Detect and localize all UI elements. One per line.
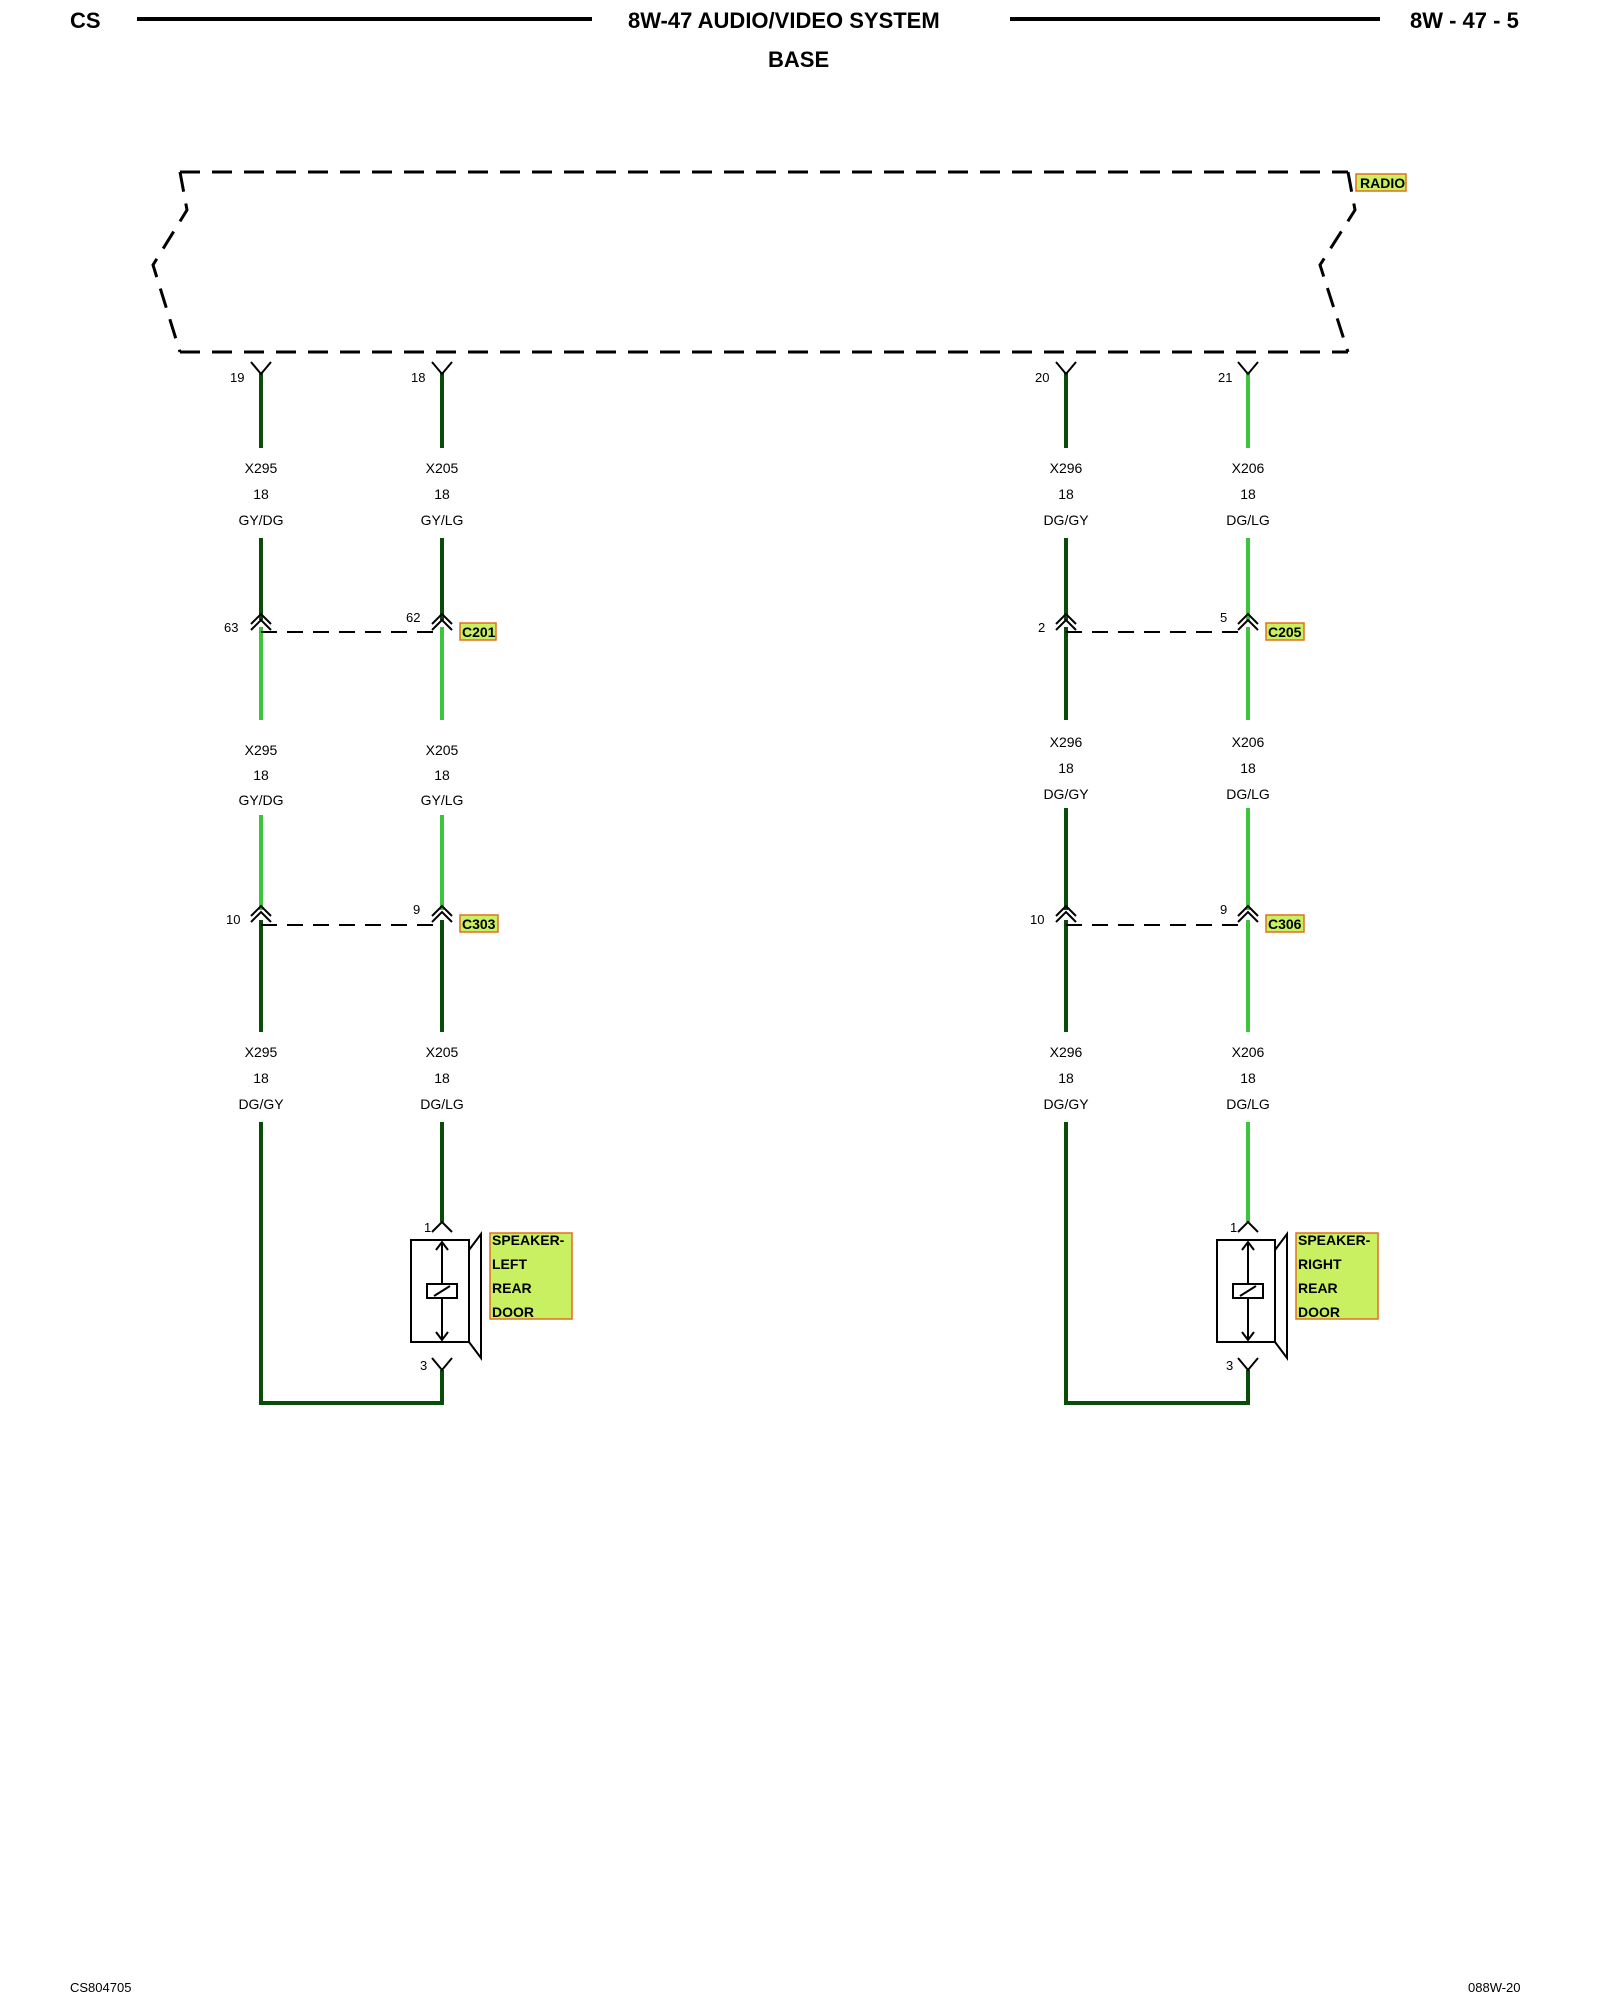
svg-text:DOOR: DOOR — [1298, 1304, 1340, 1320]
speaker-left-label-box — [489, 1232, 573, 1320]
svg-text:1: 1 — [1230, 1220, 1237, 1235]
speaker-left-body — [410, 1239, 470, 1343]
wire-labels-seg3: X295 18 DG/GY X205 18 DG/LG X296 18 DG/G… — [238, 1044, 1269, 1112]
wire-rl-return — [1064, 1122, 1250, 1405]
svg-text:18: 18 — [1240, 1070, 1256, 1086]
svg-text:X205: X205 — [426, 1044, 459, 1060]
svg-text:18: 18 — [253, 767, 269, 783]
svg-text:18: 18 — [1058, 486, 1074, 502]
svg-text:18: 18 — [1240, 760, 1256, 776]
svg-text:X206: X206 — [1232, 734, 1265, 750]
speaker-left-pin1-terminal — [431, 1220, 453, 1233]
svg-text:C201: C201 — [462, 624, 496, 640]
svg-text:SPEAKER-: SPEAKER- — [1298, 1232, 1371, 1248]
svg-text:X205: X205 — [426, 460, 459, 476]
svg-text:18: 18 — [434, 486, 450, 502]
speaker-left-pin3-terminal — [431, 1357, 453, 1372]
svg-text:DG/LG: DG/LG — [1226, 786, 1270, 802]
svg-text:X205: X205 — [426, 742, 459, 758]
radio-pin-terminals — [250, 361, 1259, 376]
svg-text:C306: C306 — [1268, 916, 1302, 932]
radio-pin-18: 18 — [411, 370, 425, 385]
connector-c303[interactable]: 10 9 C303 — [226, 902, 499, 933]
svg-text:DG/LG: DG/LG — [1226, 1096, 1270, 1112]
svg-text:2: 2 — [1038, 620, 1045, 635]
svg-text:DG/LG: DG/LG — [1226, 512, 1270, 528]
wire-labels-seg1: X295 18 GY/DG X205 18 GY/LG X296 18 DG/G… — [238, 460, 1269, 528]
radio-label-box — [1355, 173, 1407, 192]
svg-text:SPEAKER-: SPEAKER- — [492, 1232, 565, 1248]
page-number: 8W - 47 - 5 — [1410, 8, 1519, 33]
wire-paths — [259, 372, 1250, 1405]
svg-text:3: 3 — [420, 1358, 427, 1373]
svg-text:1: 1 — [424, 1220, 431, 1235]
svg-text:X206: X206 — [1232, 460, 1265, 476]
svg-text:X296: X296 — [1050, 460, 1083, 476]
radio-pin-20: 20 — [1035, 370, 1049, 385]
page-section-code: CS — [70, 8, 101, 33]
svg-text:63: 63 — [224, 620, 238, 635]
connector-c306[interactable]: 10 9 C306 — [1030, 902, 1305, 933]
svg-text:X296: X296 — [1050, 1044, 1083, 1060]
svg-text:10: 10 — [1030, 912, 1044, 927]
speaker-right-cone — [1274, 1231, 1288, 1361]
svg-text:DG/GY: DG/GY — [1043, 1096, 1089, 1112]
svg-text:GY/DG: GY/DG — [238, 792, 283, 808]
wire-lf-return — [259, 1122, 444, 1405]
header-rule-right — [1010, 17, 1380, 21]
radio-component[interactable] — [151, 170, 1357, 354]
speaker-right-pin1-terminal — [1237, 1220, 1259, 1233]
svg-text:DG/GY: DG/GY — [1043, 512, 1089, 528]
svg-text:REAR: REAR — [1298, 1280, 1338, 1296]
radio-label: RADIO — [1360, 175, 1405, 191]
svg-text:18: 18 — [434, 1070, 450, 1086]
svg-text:18: 18 — [1058, 1070, 1074, 1086]
svg-text:18: 18 — [1058, 760, 1074, 776]
svg-text:X295: X295 — [245, 742, 278, 758]
svg-text:DG/GY: DG/GY — [238, 1096, 284, 1112]
svg-text:18: 18 — [1240, 486, 1256, 502]
svg-text:X296: X296 — [1050, 734, 1083, 750]
speaker-left-rear-door[interactable]: 1 3 SPEAKER- LEFT REAR DOOR — [410, 1220, 573, 1373]
connector-c201[interactable]: 63 62 C201 — [224, 610, 497, 641]
svg-text:DG/LG: DG/LG — [420, 1096, 464, 1112]
svg-text:18: 18 — [253, 486, 269, 502]
footer-document-code: CS804705 — [70, 1980, 132, 1995]
radio-pin-19: 19 — [230, 370, 244, 385]
speaker-right-rear-door[interactable]: 1 3 SPEAKER- RIGHT REAR DOOR — [1216, 1220, 1379, 1373]
svg-text:C303: C303 — [462, 916, 496, 932]
svg-text:X206: X206 — [1232, 1044, 1265, 1060]
svg-text:18: 18 — [434, 767, 450, 783]
svg-text:C205: C205 — [1268, 624, 1302, 640]
svg-text:X295: X295 — [245, 1044, 278, 1060]
svg-text:RIGHT: RIGHT — [1298, 1256, 1342, 1272]
svg-text:9: 9 — [1220, 902, 1227, 917]
radio-pin-21: 21 — [1218, 370, 1232, 385]
header-rule-left — [137, 17, 592, 21]
svg-text:X295: X295 — [245, 460, 278, 476]
svg-text:9: 9 — [413, 902, 420, 917]
page-subtitle: BASE — [768, 47, 830, 72]
svg-text:GY/DG: GY/DG — [238, 512, 283, 528]
footer-revision-code: 088W-20 — [1468, 1980, 1521, 1995]
speaker-right-label-box — [1295, 1232, 1379, 1320]
svg-text:LEFT: LEFT — [492, 1256, 527, 1272]
svg-text:10: 10 — [226, 912, 240, 927]
svg-text:5: 5 — [1220, 610, 1227, 625]
svg-text:DOOR: DOOR — [492, 1304, 534, 1320]
page-title: 8W-47 AUDIO/VIDEO SYSTEM — [628, 8, 940, 33]
svg-text:GY/LG: GY/LG — [421, 512, 464, 528]
svg-text:DG/GY: DG/GY — [1043, 786, 1089, 802]
speaker-right-pin3-terminal — [1237, 1357, 1259, 1372]
connector-c205[interactable]: 2 5 C205 — [1038, 610, 1305, 641]
svg-text:GY/LG: GY/LG — [421, 792, 464, 808]
svg-text:62: 62 — [406, 610, 420, 625]
svg-text:3: 3 — [1226, 1358, 1233, 1373]
svg-text:REAR: REAR — [492, 1280, 532, 1296]
speaker-left-cone — [468, 1231, 482, 1361]
wire-labels-seg2: X295 18 GY/DG X205 18 GY/LG X296 18 DG/G… — [238, 734, 1269, 808]
svg-text:18: 18 — [253, 1070, 269, 1086]
